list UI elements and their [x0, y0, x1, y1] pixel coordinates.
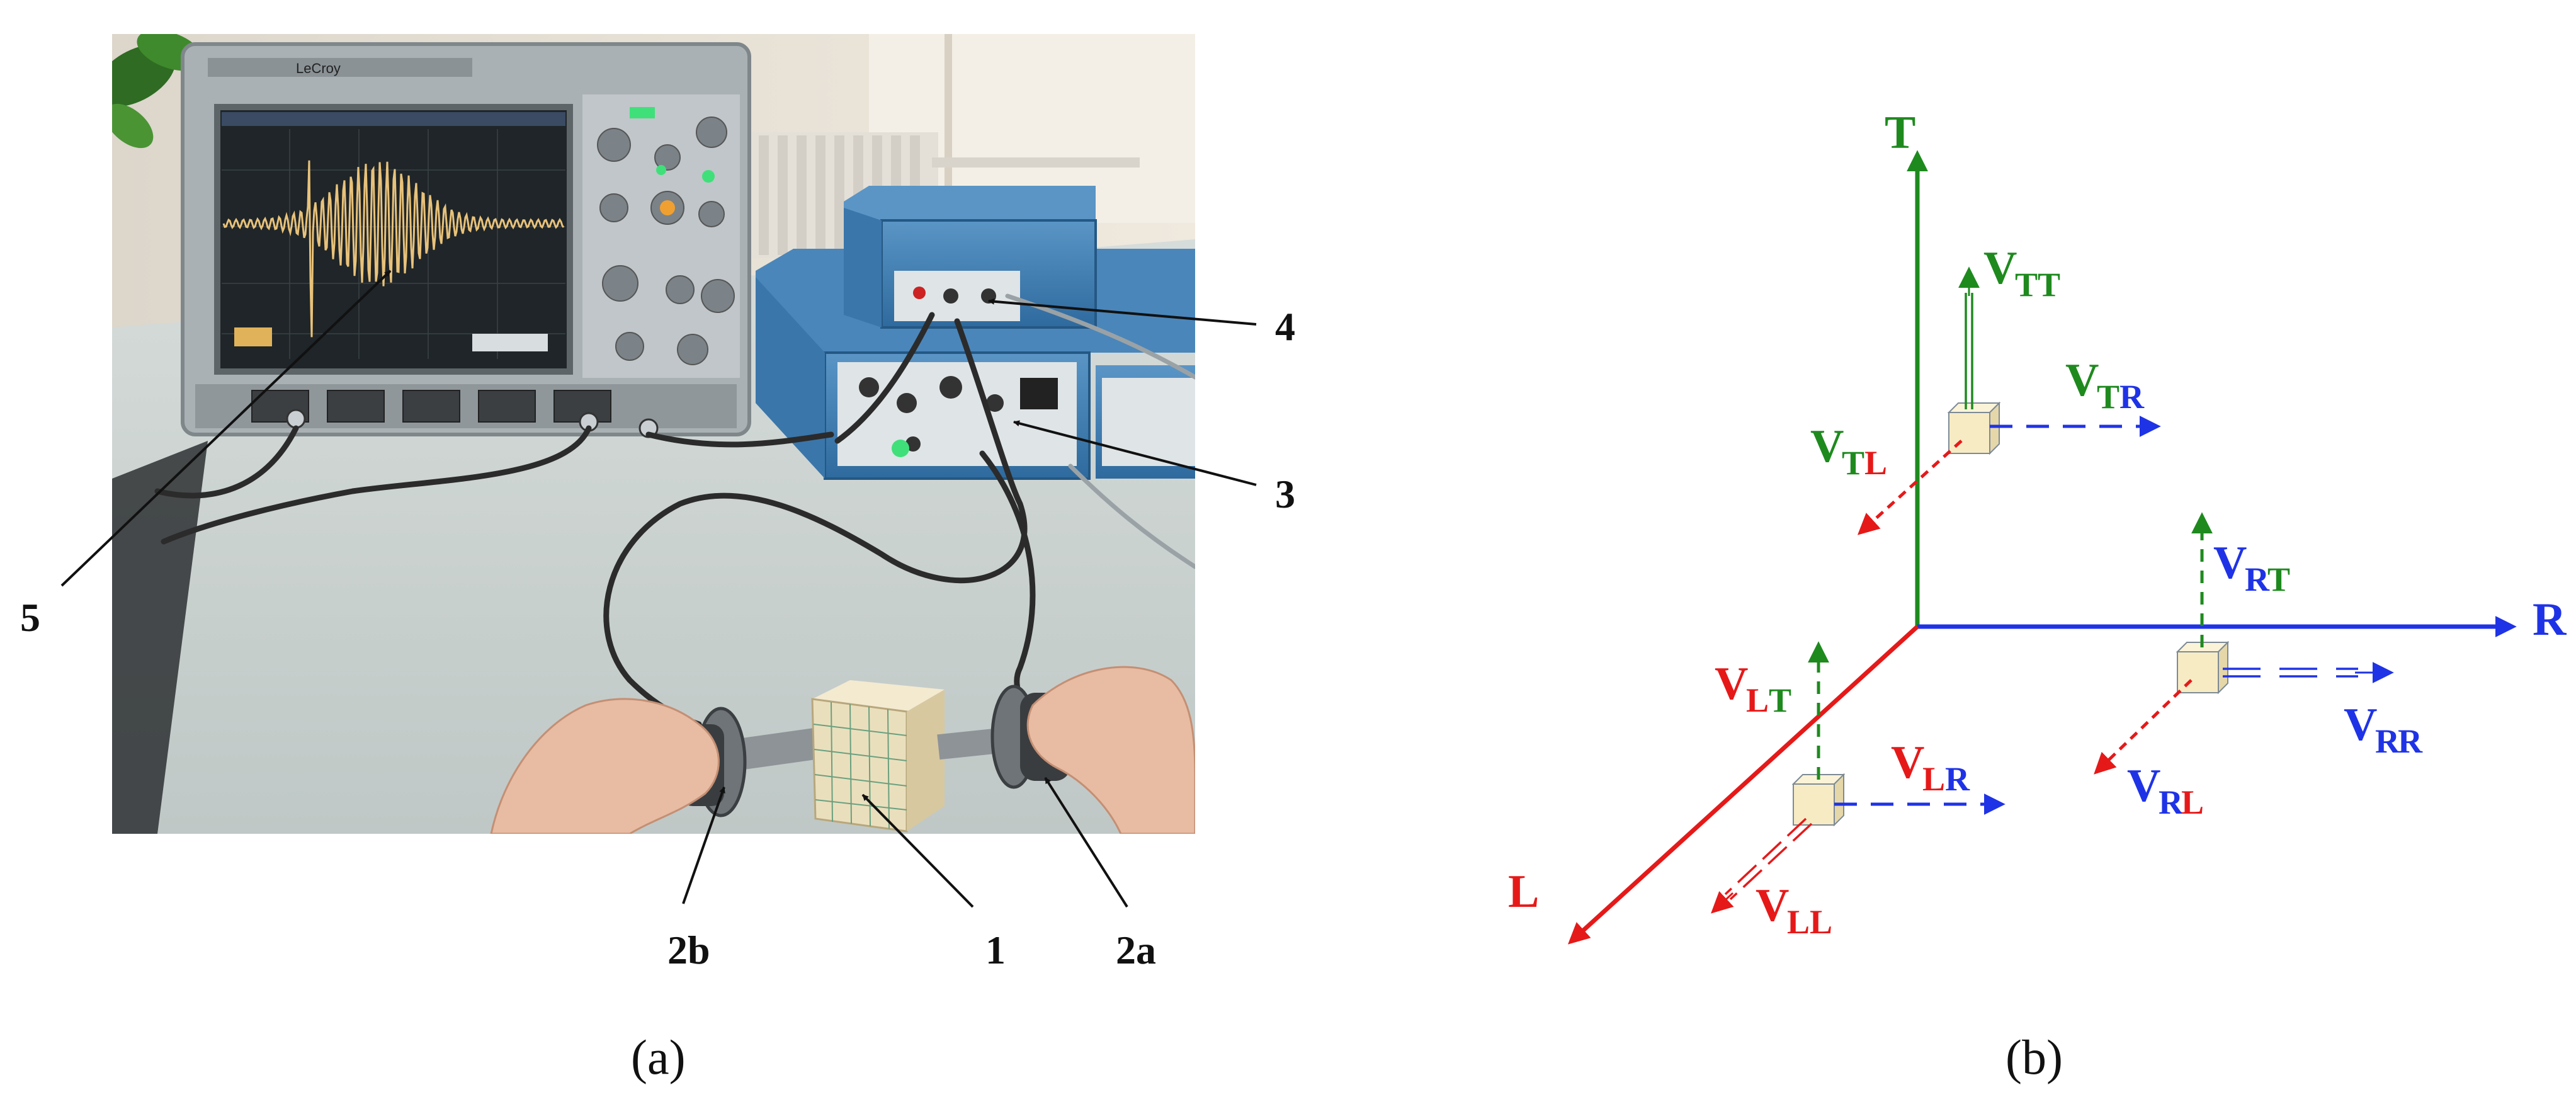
svg-text:T: T: [2097, 378, 2119, 416]
svg-text:T: T: [2267, 560, 2290, 598]
oscilloscope: LeCroy: [181, 42, 751, 438]
callout-5: 5: [20, 595, 40, 640]
svg-text:L: L: [1810, 903, 1832, 941]
svg-text:R: R: [2245, 560, 2270, 598]
plant-leaves: [112, 34, 203, 149]
svg-text:V: V: [2127, 760, 2160, 812]
waveform: [222, 160, 565, 338]
sample-block-1: [811, 680, 945, 833]
svg-text:V: V: [1756, 880, 1789, 931]
caption-a: (a): [631, 1030, 686, 1084]
callout-3: 3: [1275, 472, 1295, 516]
r-axis-label: R: [2533, 594, 2567, 645]
svg-text:R: R: [2398, 722, 2423, 760]
callout-arrows: [60, 270, 1257, 908]
callout-1: 1: [985, 928, 1006, 972]
svg-text:L: L: [1746, 681, 1769, 719]
svg-text:V: V: [1715, 658, 1748, 710]
svg-text:V: V: [1983, 242, 2017, 294]
label-v-lr: V L R: [1891, 737, 1970, 798]
svg-text:R: R: [2375, 722, 2400, 760]
svg-text:T: T: [2038, 266, 2060, 304]
label-v-tt: V T T: [1983, 242, 2060, 304]
svg-text:V: V: [2344, 699, 2377, 751]
callout-2b: 2b: [667, 928, 710, 972]
l-axis: [1567, 625, 1919, 945]
svg-text:V: V: [1810, 421, 1844, 472]
label-v-tl: V T L: [1810, 421, 1887, 482]
velocity-diagram: T R L: [1508, 107, 2567, 945]
hand-right: [1026, 666, 1195, 834]
callout-labels: 4 3 5 1 2a 2b: [20, 304, 1295, 972]
pulser-receiver-4: [844, 186, 1097, 329]
svg-text:V: V: [2065, 355, 2099, 406]
l-axis-label: L: [1508, 866, 1539, 918]
svg-text:T: T: [2015, 266, 2038, 304]
scope-screen: [214, 104, 573, 375]
cube-l: [1791, 773, 1846, 827]
svg-text:L: L: [1922, 760, 1945, 798]
label-v-rl: V R L: [2127, 760, 2204, 821]
svg-text:R: R: [2119, 378, 2145, 416]
label-v-ll: V L L: [1756, 880, 1832, 941]
scope-brand: LeCroy: [296, 60, 341, 76]
svg-text:L: L: [2181, 783, 2204, 821]
label-v-tr: V T R: [2065, 355, 2145, 416]
hand-left: [490, 698, 720, 834]
svg-text:R: R: [2159, 783, 2184, 821]
callout-4: 4: [1275, 304, 1295, 349]
callout-2a: 2a: [1116, 928, 1156, 972]
svg-text:T: T: [1769, 681, 1791, 719]
t-axis-label: T: [1885, 107, 1915, 159]
label-v-rr: V R R: [2344, 699, 2423, 760]
svg-text:L: L: [1864, 444, 1887, 482]
label-v-rt: V R T: [2213, 537, 2290, 598]
caption-b: (b): [2006, 1030, 2063, 1084]
svg-text:R: R: [1945, 760, 1970, 798]
label-v-lt: V L T: [1715, 658, 1791, 719]
svg-text:V: V: [2213, 537, 2247, 589]
svg-text:T: T: [1842, 444, 1864, 482]
svg-text:V: V: [1891, 737, 1924, 788]
svg-text:L: L: [1787, 903, 1810, 941]
apparatus-photo: LeCroy: [112, 34, 1195, 834]
